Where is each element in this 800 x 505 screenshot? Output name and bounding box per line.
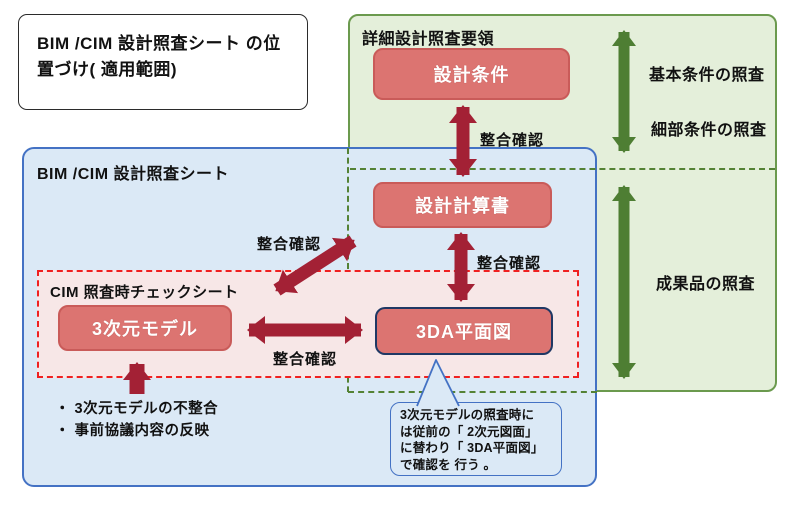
model-3d-label: 3次元モデル <box>91 319 198 339</box>
plan-3da-node: 3DA平面図 <box>375 307 553 355</box>
diagram-title-box: BIM /CIM 設計照査シート の位置づけ( 適用範囲) <box>18 14 308 110</box>
green-bottom-border-dashed-line <box>348 391 597 393</box>
design-calc-label: 設計計算書 <box>415 196 510 216</box>
green-left-border-dashed-upper <box>347 148 349 269</box>
red-panel-title: CIM 照査時チェックシート <box>50 284 239 301</box>
design-conditions-node: 設計条件 <box>373 48 570 100</box>
match-check-label-diagonal: 整合確認 <box>257 236 322 253</box>
note-prior-consultation: ・ 事前協議内容の反映 <box>55 423 210 439</box>
plan-3da-label: 3DA平面図 <box>415 322 512 342</box>
deliverables-review-label: 成果品の照査 <box>656 276 756 293</box>
green-left-border-dashed-lower <box>347 377 349 392</box>
detail-conditions-label: 細部条件の照査 <box>651 122 767 139</box>
match-check-label-horizontal: 整合確認 <box>273 351 338 368</box>
callout-bubble: 3次元モデルの照査時に は従前の「 2次元図面」 に替わり「 3DA平面図」 で… <box>390 402 562 476</box>
design-calc-node: 設計計算書 <box>373 182 552 228</box>
green-divider-dashed-line <box>350 168 775 170</box>
basic-conditions-label: 基本条件の照査 <box>649 67 765 84</box>
model-feedback-notes: ・ 3次元モデルの不整合 ・ 事前協議内容の反映 <box>55 398 218 442</box>
match-check-label-top: 整合確認 <box>480 132 545 149</box>
green-panel-title: 詳細設計照査要領 <box>362 31 495 48</box>
match-check-label-mid: 整合確認 <box>477 255 542 272</box>
model-3d-node: 3次元モデル <box>58 305 232 351</box>
design-conditions-label: 設計条件 <box>433 65 510 85</box>
diagram-title: BIM /CIM 設計照査シート の位置づけ( 適用範囲) <box>37 34 281 79</box>
blue-panel-title: BIM /CIM 設計照査シート <box>37 166 229 183</box>
note-model-mismatch: ・ 3次元モデルの不整合 <box>55 401 219 417</box>
